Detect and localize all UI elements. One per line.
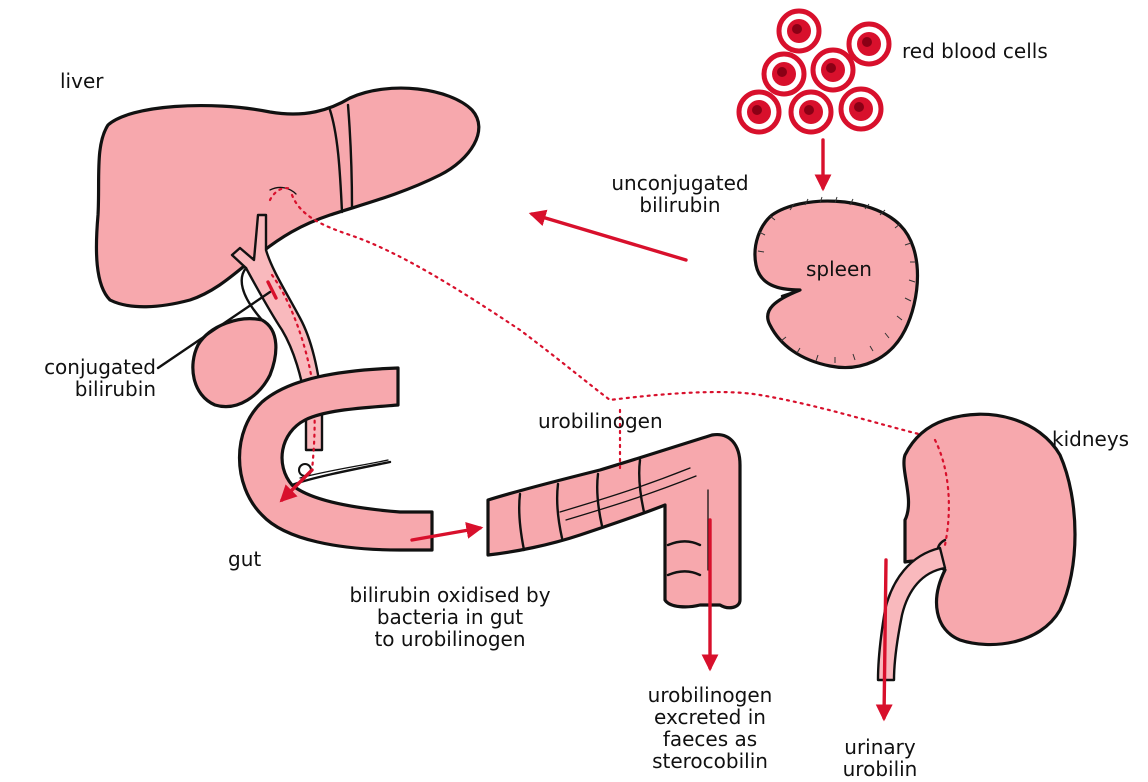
conjugated-line1: conjugated xyxy=(8,356,156,378)
urobilinogen-label: urobilinogen xyxy=(538,410,663,432)
urinary-line1: urinary xyxy=(820,736,940,758)
conjugated-line2: bilirubin xyxy=(8,378,156,400)
excreted-line2: excreted in xyxy=(610,706,810,728)
kidneys-label: kidneys xyxy=(1052,428,1129,450)
urinary-excretion-arrow xyxy=(884,560,886,718)
gut-label: gut xyxy=(228,548,261,570)
excreted-line4: sterocobilin xyxy=(610,750,810,772)
urinary-line2: urobilin xyxy=(820,758,940,780)
urinary-urobilin-label: urinary urobilin xyxy=(820,736,940,780)
spleen xyxy=(755,197,918,368)
gut xyxy=(240,368,433,550)
unconjugated-bilirubin-arrow xyxy=(532,214,686,260)
red-blood-cell xyxy=(779,11,819,51)
colon xyxy=(488,435,740,608)
ureter xyxy=(878,548,945,680)
red-blood-cell xyxy=(764,54,804,94)
red-blood-cell xyxy=(813,50,853,90)
oxidised-line2: bacteria in gut xyxy=(310,606,590,628)
excreted-line1: urobilinogen xyxy=(610,684,810,706)
red-blood-cell xyxy=(841,89,881,129)
unconjugated-line2: bilirubin xyxy=(580,194,780,216)
red-blood-cell xyxy=(849,24,889,64)
red-blood-cell xyxy=(739,92,779,132)
liver-label: liver xyxy=(60,70,103,92)
red-blood-cells-label: red blood cells xyxy=(902,40,1048,62)
excreted-label: urobilinogen excreted in faeces as stero… xyxy=(610,684,810,772)
red-blood-cell xyxy=(791,92,831,132)
conjugated-bilirubin-label: conjugated bilirubin xyxy=(8,356,156,400)
gallbladder xyxy=(193,319,276,407)
spleen-label: spleen xyxy=(806,258,872,280)
oxidised-line1: bilirubin oxidised by xyxy=(310,584,590,606)
liver xyxy=(96,88,478,307)
unconjugated-bilirubin-label: unconjugated bilirubin xyxy=(580,172,780,216)
kidney xyxy=(904,414,1075,644)
excreted-line3: faeces as xyxy=(610,728,810,750)
red-blood-cells xyxy=(739,11,889,132)
unconjugated-line1: unconjugated xyxy=(580,172,780,194)
oxidised-line3: to urobilinogen xyxy=(310,628,590,650)
oxidised-label: bilirubin oxidised by bacteria in gut to… xyxy=(310,584,590,650)
